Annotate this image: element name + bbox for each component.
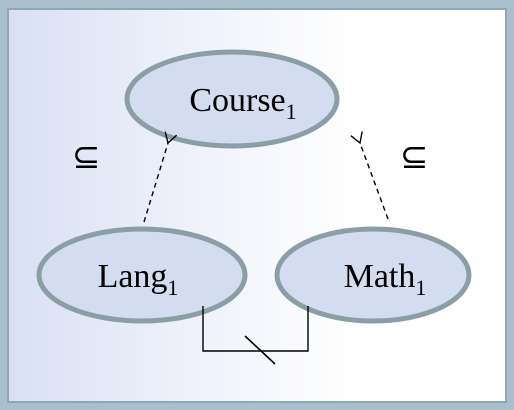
edge-lang-to-course: [143, 131, 178, 223]
node-math[interactable]: Math1: [274, 226, 472, 324]
node-math-subscript: 1: [415, 275, 426, 300]
node-course-label: Course: [189, 82, 285, 119]
node-math-label: Math: [344, 258, 416, 295]
edge-math-to-course: [350, 131, 389, 220]
disjoint-slash: [244, 335, 276, 365]
node-math-ellipse: [274, 226, 472, 324]
node-course[interactable]: Course1: [124, 49, 340, 149]
node-lang-label: Lang: [98, 258, 168, 295]
node-lang-subscript: 1: [167, 275, 178, 300]
node-course-ellipse: [124, 49, 340, 149]
subset-symbol-left: ⊆: [72, 137, 101, 177]
node-course-subscript: 1: [286, 99, 297, 124]
svg-text:Lang1: Lang1: [98, 258, 179, 300]
svg-text:Course1: Course1: [189, 82, 296, 124]
node-lang[interactable]: Lang1: [36, 226, 248, 324]
disjoint-constraint: [202, 306, 309, 365]
disjoint-bracket: [202, 306, 309, 352]
subset-symbol-right: ⊆: [400, 137, 429, 177]
node-lang-ellipse: [36, 226, 248, 324]
svg-text:Math1: Math1: [344, 258, 427, 300]
